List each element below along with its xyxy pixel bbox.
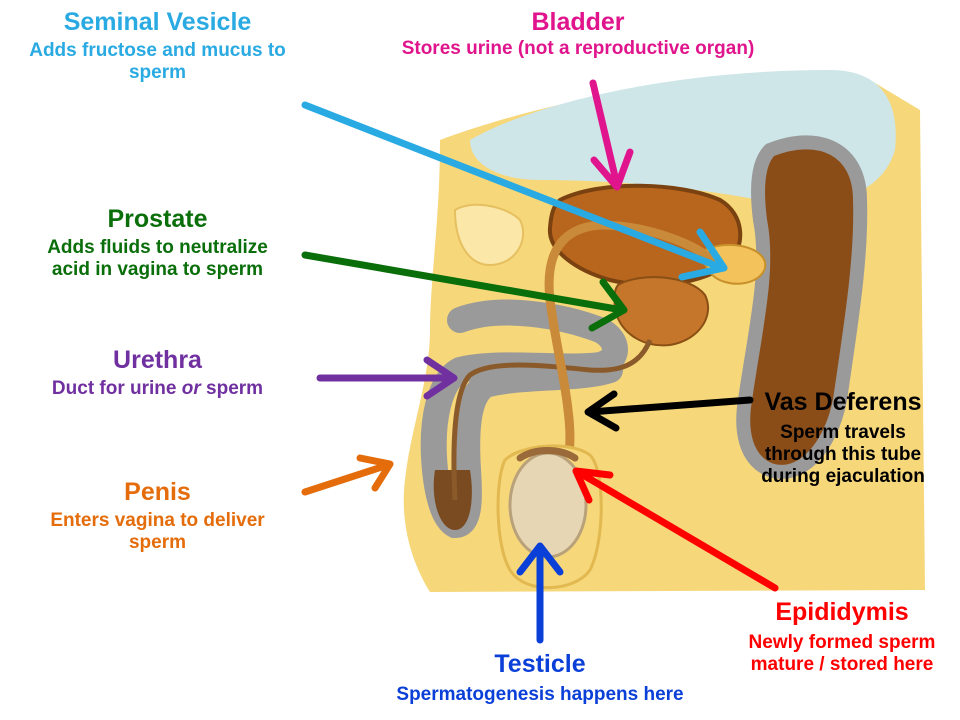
testicle-desc: Spermatogenesis happens here — [396, 683, 684, 705]
prostate-title: Prostate — [107, 205, 208, 233]
arrow-icon-vas-deferens — [584, 390, 754, 432]
label-seminal-vesicle: Seminal Vesicle Adds fructose and mucus … — [15, 8, 300, 84]
seminal-vesicle-title: Seminal Vesicle — [63, 8, 252, 36]
arrows — [301, 79, 779, 644]
arrow-icon-bladder — [589, 79, 634, 191]
pubic-bone — [453, 203, 525, 267]
urethra-title: Urethra — [113, 346, 202, 374]
penis-organ — [420, 299, 628, 539]
arrow-icon-urethra — [316, 356, 458, 400]
urethra-desc: Duct for urine or sperm — [51, 377, 264, 399]
epididymis-desc: Newly formed sperm mature / stored here — [748, 631, 936, 675]
label-urethra: Urethra Duct for urine or sperm — [15, 346, 300, 400]
penis-desc: Enters vagina to deliver sperm — [50, 509, 265, 553]
anatomy-illustration — [403, 70, 925, 592]
vas-deferens-title: Vas Deferens — [764, 388, 922, 416]
label-penis: Penis Enters vagina to deliver sperm — [15, 478, 300, 554]
arrow-icon-seminal-vesicle — [301, 101, 728, 281]
arrow-icon-testicle — [516, 542, 564, 644]
label-epididymis: Epididymis Newly formed sperm mature / s… — [728, 598, 956, 676]
testicle-title: Testicle — [494, 650, 586, 678]
label-prostate: Prostate Adds fluids to neutralize acid … — [15, 205, 300, 281]
label-testicle: Testicle Spermatogenesis happens here — [360, 650, 720, 706]
arrow-icon-epididymis — [572, 467, 779, 592]
bladder-title: Bladder — [531, 8, 625, 36]
urethra-tube — [451, 338, 653, 501]
epididymis-organ — [516, 447, 579, 462]
arrow-icon-prostate — [301, 251, 628, 332]
arrow-icon-penis — [301, 454, 394, 496]
rectum — [736, 135, 868, 479]
bladder-desc: Stores urine (not a reproductive organ) — [401, 37, 755, 59]
epididymis-title: Epididymis — [775, 598, 909, 626]
label-vas-deferens: Vas Deferens Sperm travels through this … — [738, 388, 948, 489]
label-bladder: Bladder Stores urine (not a reproductive… — [368, 8, 788, 60]
prostate-desc: Adds fluids to neutralize acid in vagina… — [47, 236, 268, 280]
vas-deferens-desc: Sperm travels through this tube during e… — [761, 421, 925, 488]
penis-title: Penis — [124, 478, 191, 506]
seminal-vesicle-desc: Adds fructose and mucus to sperm — [29, 39, 286, 83]
